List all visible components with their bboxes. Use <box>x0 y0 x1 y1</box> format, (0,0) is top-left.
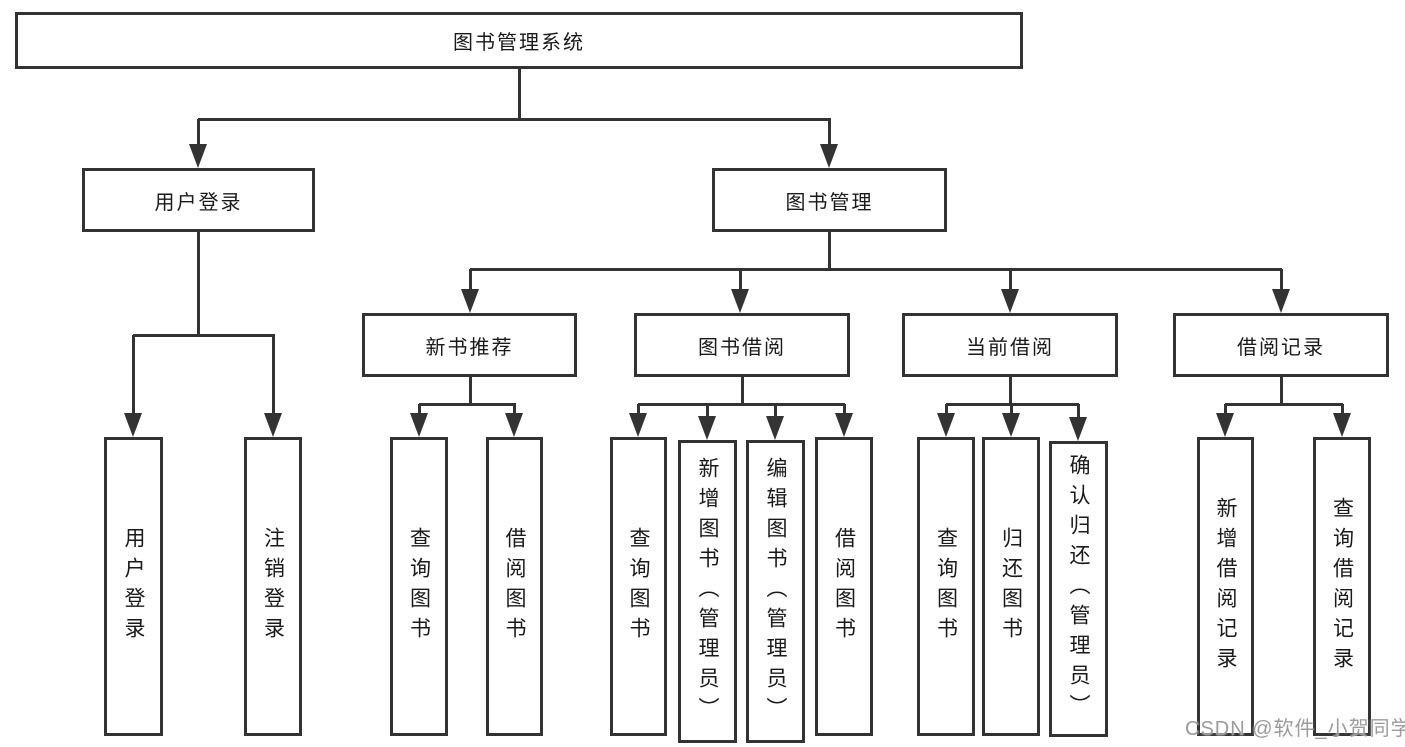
connector-line <box>843 404 846 418</box>
connector-line <box>1280 269 1283 295</box>
node-borrow-book-borrow: 借阅图书 <box>815 437 873 736</box>
node-edit-book-admin: 编辑图书（管理员） <box>746 440 805 743</box>
connector-line <box>741 377 744 406</box>
node-label-user-login: 用户登录 <box>122 526 145 647</box>
arrow-down-icon <box>1216 413 1234 437</box>
arrow-down-icon <box>820 144 838 168</box>
node-label-current-borrow: 当前借阅 <box>966 336 1054 359</box>
node-add-book-admin: 新增图书（管理员） <box>678 440 737 743</box>
connector-line <box>828 119 831 149</box>
node-label-query-book-borrow: 查询图书 <box>627 526 650 647</box>
connector-line <box>945 404 948 418</box>
connector-line <box>132 335 135 419</box>
connector-line <box>739 269 742 295</box>
arrow-down-icon <box>629 413 647 437</box>
connector-line <box>518 69 521 121</box>
node-label-logout: 注销登录 <box>261 526 285 647</box>
node-query-book-borrow: 查询图书 <box>610 437 667 736</box>
connector-line <box>418 404 421 418</box>
node-query-book-current: 查询图书 <box>917 437 975 736</box>
connector-line <box>1009 269 1012 295</box>
node-label-book-borrow: 图书借阅 <box>698 336 786 359</box>
node-label-confirm-return-admin: 确认归还（管理员） <box>1067 454 1090 724</box>
connector-line <box>470 268 1282 271</box>
node-book-borrow: 图书借阅 <box>634 313 850 377</box>
node-label-user-login-module: 用户登录 <box>154 191 243 214</box>
node-label-return-book: 归还图书 <box>999 526 1023 647</box>
connector-line <box>513 404 516 418</box>
node-add-borrow-record: 新增借阅记录 <box>1197 437 1254 736</box>
node-label-query-borrow-record: 查询借阅记录 <box>1330 496 1354 677</box>
connector-line <box>198 118 831 121</box>
node-new-book-rec: 新书推荐 <box>362 313 577 377</box>
node-label-borrow-book-rec: 借阅图书 <box>503 526 526 647</box>
node-borrow-records: 借阅记录 <box>1173 313 1389 377</box>
connector-line <box>1009 377 1012 406</box>
connector-line <box>706 404 709 421</box>
arrow-down-icon <box>1333 413 1351 437</box>
arrow-down-icon <box>264 413 282 437</box>
arrow-down-icon <box>505 413 523 437</box>
connector-line <box>1280 377 1283 406</box>
node-return-book: 归还图书 <box>982 437 1040 736</box>
arrow-down-icon <box>461 289 479 313</box>
arrow-down-icon <box>698 416 716 440</box>
node-user-login-module: 用户登录 <box>82 168 315 232</box>
arrow-down-icon <box>1002 413 1020 437</box>
node-label-query-book-rec: 查询图书 <box>407 526 431 647</box>
node-query-borrow-record: 查询借阅记录 <box>1313 437 1371 736</box>
connector-line <box>774 404 777 421</box>
arrow-down-icon <box>1001 289 1019 313</box>
node-query-book-rec: 查询图书 <box>390 437 448 736</box>
arrow-down-icon <box>1272 289 1290 313</box>
connector-line <box>469 269 472 295</box>
node-confirm-return-admin: 确认归还（管理员） <box>1049 441 1108 737</box>
node-label-root: 图书管理系统 <box>453 32 585 54</box>
arrow-down-icon <box>731 289 749 313</box>
node-book-mgmt: 图书管理 <box>712 168 947 232</box>
arrow-down-icon <box>766 416 784 440</box>
node-user-login: 用户登录 <box>104 437 163 736</box>
node-label-new-book-rec: 新书推荐 <box>425 336 514 359</box>
node-label-book-mgmt: 图书管理 <box>785 191 874 214</box>
connector-line <box>1010 404 1013 418</box>
node-label-add-book-admin: 新增图书（管理员） <box>696 456 719 727</box>
connector-line <box>419 403 516 406</box>
connector-line <box>1077 404 1080 422</box>
node-label-query-book-current: 查询图书 <box>934 526 958 647</box>
node-root: 图书管理系统 <box>15 12 1023 69</box>
node-label-borrow-book-borrow: 借阅图书 <box>832 526 856 647</box>
arrow-down-icon <box>937 413 955 437</box>
connector-line <box>197 232 200 337</box>
node-label-borrow-records: 借阅记录 <box>1237 336 1325 359</box>
connector-line <box>1224 404 1227 418</box>
connector-line <box>272 335 275 419</box>
connector-line <box>1225 403 1343 406</box>
arrow-down-icon <box>835 413 853 437</box>
connector-line <box>828 232 831 271</box>
connector-line <box>637 404 640 418</box>
node-current-borrow: 当前借阅 <box>902 313 1118 377</box>
node-label-edit-book-admin: 编辑图书（管理员） <box>764 456 787 727</box>
csdn-watermark: CSDN @软件_小贺同学 <box>1185 718 1405 740</box>
connector-line <box>197 119 200 149</box>
arrow-down-icon <box>1069 417 1087 441</box>
node-logout: 注销登录 <box>244 437 302 736</box>
arrow-down-icon <box>189 144 207 168</box>
connector-line <box>469 377 472 406</box>
connector-line <box>638 403 845 406</box>
arrow-down-icon <box>410 413 428 437</box>
arrow-down-icon <box>124 413 142 437</box>
connector-line <box>1341 404 1344 418</box>
connector-line <box>133 334 275 337</box>
node-label-add-borrow-record: 新增借阅记录 <box>1214 496 1237 677</box>
node-borrow-book-rec: 借阅图书 <box>486 437 543 736</box>
